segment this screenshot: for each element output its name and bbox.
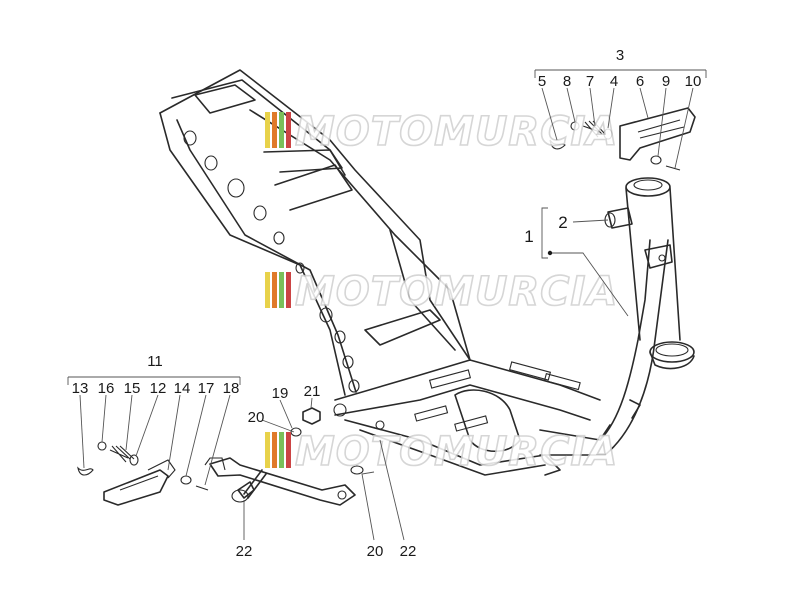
- callout-20-lower: 20: [367, 543, 384, 560]
- callout-2: 2: [558, 213, 567, 232]
- callout-22-right: 22: [400, 543, 417, 560]
- callout-17: 17: [198, 380, 215, 397]
- callout-19: 19: [272, 385, 289, 402]
- footrest-assembly-right: [549, 107, 696, 171]
- callout-leaders: [67, 69, 707, 541]
- callout-7: 7: [586, 73, 594, 90]
- watermark: MOTOMURCIA MOTOMURCIA MOTOMURCIA: [265, 108, 618, 476]
- watermark-text-1: MOTOMURCIA: [295, 109, 618, 155]
- side-stand: [204, 407, 364, 506]
- callout-14: 14: [174, 380, 191, 397]
- callout-8: 8: [563, 73, 571, 90]
- callout-13: 13: [72, 380, 89, 397]
- callout-20-upper: 20: [248, 409, 265, 426]
- watermark-text-3: MOTOMURCIA: [295, 429, 618, 475]
- callout-3: 3: [616, 47, 624, 64]
- callout-1-dot: [547, 250, 553, 256]
- callout-11: 11: [147, 353, 163, 370]
- steering-head-tube: [604, 177, 695, 419]
- callout-18: 18: [223, 380, 240, 397]
- callout-10: 10: [685, 73, 702, 90]
- callout-22-left: 22: [236, 543, 253, 560]
- callout-4: 4: [610, 73, 618, 90]
- callout-labels: 3 5 8 7 4 6 9 10 1 2 11 13 16 15 12 14 1…: [72, 47, 702, 560]
- callout-5: 5: [538, 73, 546, 90]
- callout-16: 16: [98, 380, 115, 397]
- footrest-assembly-left: [77, 441, 209, 506]
- callout-9: 9: [662, 73, 670, 90]
- callout-12: 12: [150, 380, 167, 397]
- callout-21: 21: [304, 383, 321, 400]
- callout-1: 1: [524, 227, 533, 246]
- watermark-text-2: MOTOMURCIA: [295, 269, 618, 315]
- callout-6: 6: [636, 73, 644, 90]
- callout-15: 15: [124, 380, 141, 397]
